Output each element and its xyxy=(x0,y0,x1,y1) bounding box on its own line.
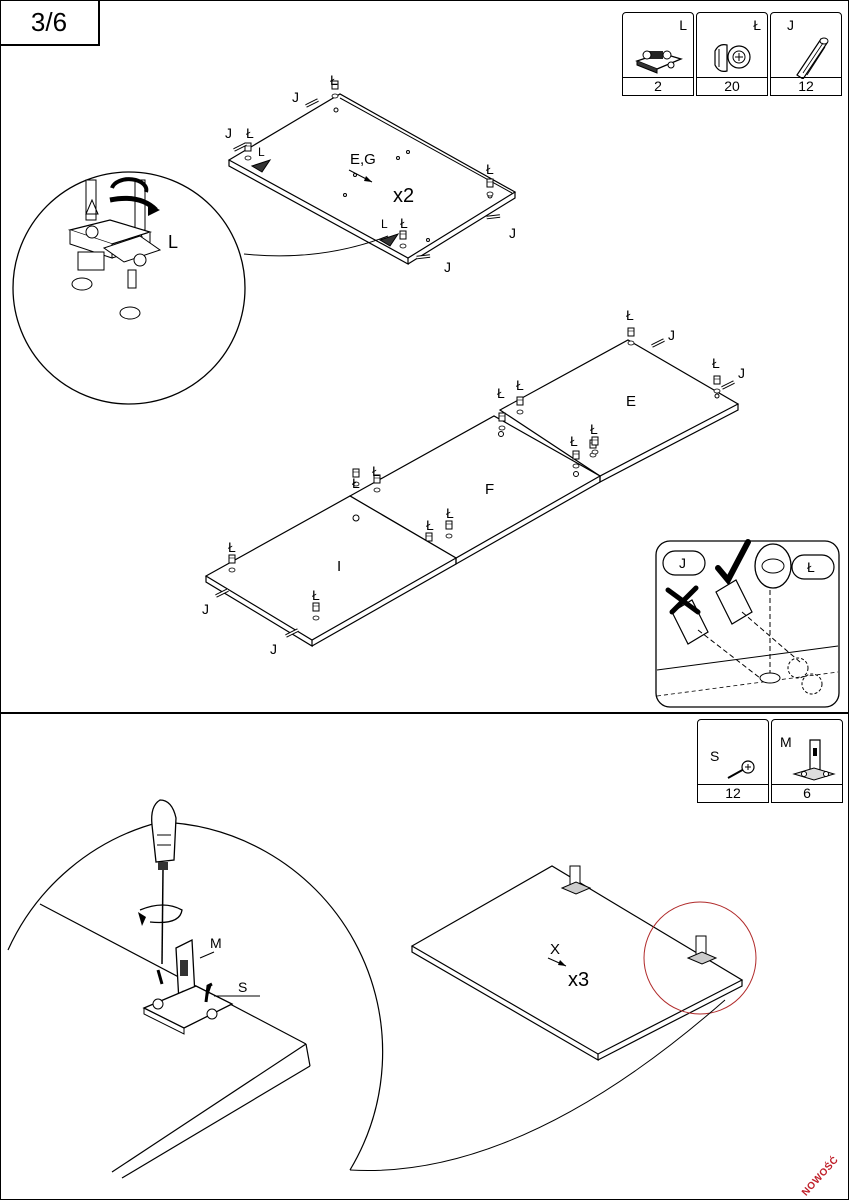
part-card-bracket: M 6 xyxy=(771,719,843,803)
part-card-dowel: J 12 xyxy=(770,12,842,96)
part-card-hinge: L 2 xyxy=(622,12,694,96)
wooden-dowel-icon xyxy=(796,37,829,79)
part-quantity: 20 xyxy=(697,77,767,95)
hinge-plate-icon xyxy=(635,50,683,74)
mounting-bracket-icon xyxy=(792,739,836,781)
part-card-screw: S 12 xyxy=(697,719,769,803)
part-card-cam: Ł 20 xyxy=(696,12,768,96)
step-number: 3/6 xyxy=(30,6,68,37)
step-indicator: 3/6 xyxy=(0,0,100,46)
screw-icon xyxy=(727,760,755,779)
part-code: J xyxy=(787,17,794,33)
parts-list-bottom: S 12 M 6 xyxy=(697,719,843,803)
part-quantity: 12 xyxy=(771,77,841,95)
part-quantity: 2 xyxy=(623,77,693,95)
part-quantity: 12 xyxy=(698,784,768,802)
part-quantity: 6 xyxy=(772,784,842,802)
part-code: L xyxy=(679,17,687,33)
section-divider xyxy=(0,712,849,714)
part-code: M xyxy=(780,734,792,750)
parts-list-top: L 2 Ł 20 J 12 xyxy=(622,12,842,96)
part-code: S xyxy=(710,748,720,764)
part-code: Ł xyxy=(753,17,761,33)
cam-lock-icon xyxy=(714,44,751,72)
